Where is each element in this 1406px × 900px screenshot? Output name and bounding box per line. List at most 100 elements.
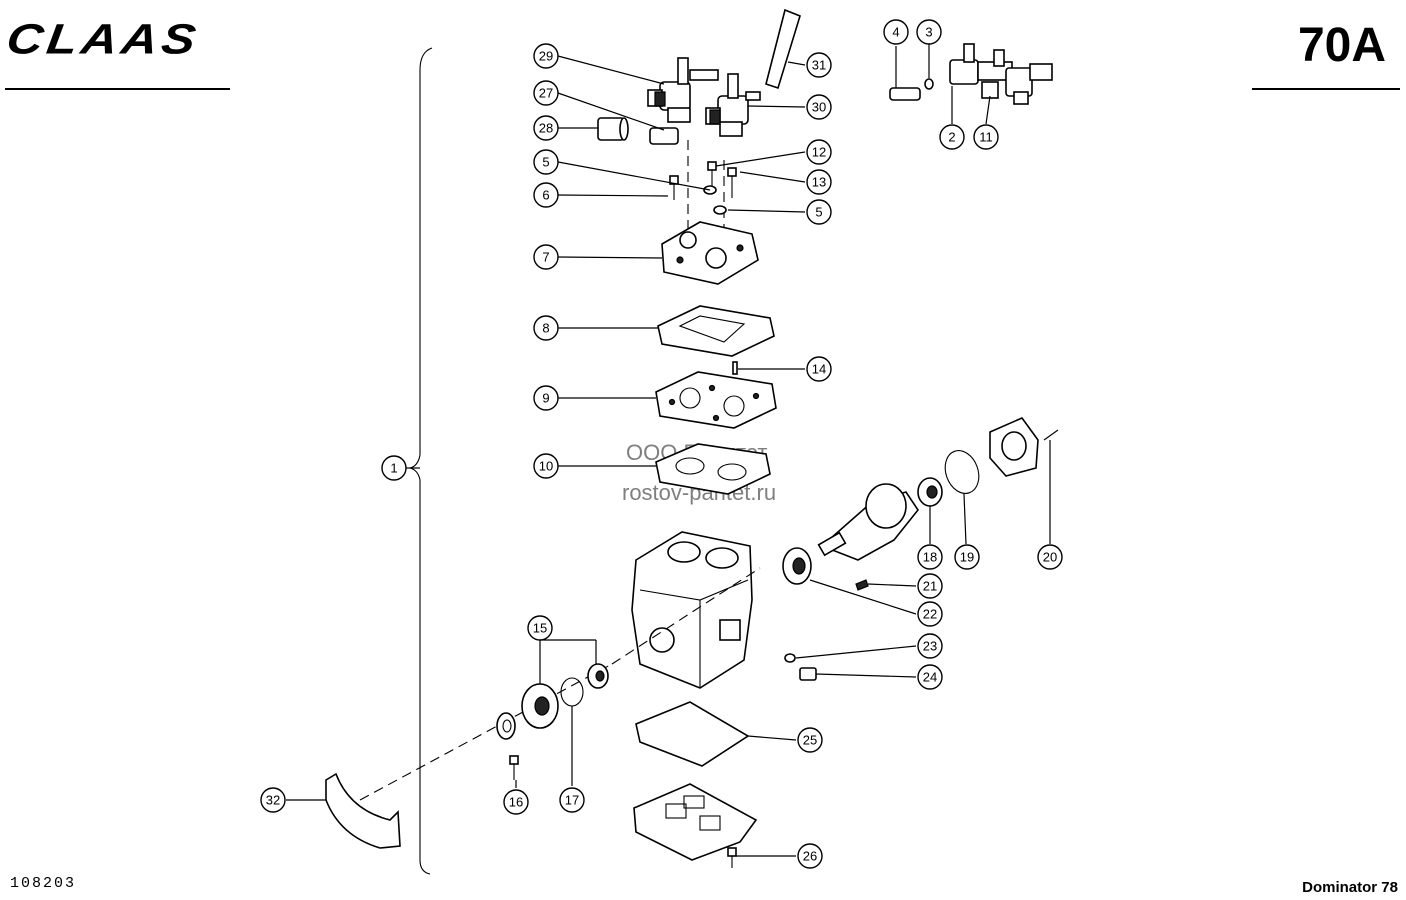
callout-21: 21 <box>917 573 943 599</box>
part-handle <box>765 8 801 90</box>
callout-8: 8 <box>533 315 559 341</box>
part-bearing-housing <box>989 417 1039 477</box>
centerline-seal <box>359 663 613 801</box>
svg-text:1: 1 <box>390 461 397 476</box>
callout-9: 9 <box>533 385 559 411</box>
svg-text:18: 18 <box>923 550 937 565</box>
model-name: Dominator 78 <box>1302 879 1398 896</box>
part-4-fitting <box>889 87 921 101</box>
svg-text:32: 32 <box>266 793 280 808</box>
svg-text:19: 19 <box>960 550 974 565</box>
part-pin <box>732 361 738 375</box>
callout-29: 29 <box>533 43 559 69</box>
callout-17: 17 <box>559 787 585 813</box>
svg-text:17: 17 <box>565 793 579 808</box>
part-5-ring-b <box>713 205 727 215</box>
callout-28: 28 <box>533 115 559 141</box>
callout-31: 31 <box>806 52 832 78</box>
callout-3: 3 <box>916 19 942 45</box>
part-cover-32 <box>325 772 401 849</box>
part-o-ring-17 <box>560 677 584 707</box>
svg-text:29: 29 <box>539 49 553 64</box>
part-3-ring <box>924 78 934 90</box>
callout-25: 25 <box>797 727 823 753</box>
svg-text:11: 11 <box>979 130 993 145</box>
part-head-gasket <box>657 305 775 357</box>
part-ring-23 <box>784 653 796 663</box>
svg-text:12: 12 <box>812 145 826 160</box>
callout-11: 11 <box>973 124 999 150</box>
svg-text:16: 16 <box>509 795 523 810</box>
part-crankcase <box>631 531 753 689</box>
svg-text:8: 8 <box>542 321 549 336</box>
callout-12: 12 <box>806 139 832 165</box>
callout-27: 27 <box>533 80 559 106</box>
part-screw-16 <box>509 755 519 780</box>
document-number: 108203 <box>10 875 77 892</box>
part-key <box>855 579 869 591</box>
callout-22: 22 <box>917 601 943 627</box>
svg-text:4: 4 <box>892 25 899 40</box>
svg-text:31: 31 <box>812 58 826 73</box>
svg-text:22: 22 <box>923 607 937 622</box>
part-base-gasket <box>635 701 750 767</box>
svg-text:23: 23 <box>923 639 937 654</box>
svg-text:24: 24 <box>923 670 937 685</box>
part-washer <box>496 712 516 740</box>
part-seal-ring <box>587 663 609 689</box>
svg-text:9: 9 <box>542 391 549 406</box>
leader-lines <box>286 44 1051 857</box>
callout-4: 4 <box>883 19 909 45</box>
part-bearing-18 <box>917 477 943 507</box>
centerline-crank <box>611 567 761 665</box>
callout-26: 26 <box>797 843 823 869</box>
part-cap <box>597 117 629 141</box>
header-rule-right <box>1252 88 1400 90</box>
callout-16: 16 <box>503 789 529 815</box>
part-o-ring-19 <box>944 450 980 494</box>
svg-text:20: 20 <box>1043 550 1057 565</box>
svg-text:3: 3 <box>925 25 932 40</box>
callout-23: 23 <box>917 633 943 659</box>
svg-text:25: 25 <box>803 733 817 748</box>
callout-30: 30 <box>806 94 832 120</box>
callout-7: 7 <box>533 244 559 270</box>
callout-18: 18 <box>917 544 943 570</box>
callout-10: 10 <box>533 453 559 479</box>
callout-14: 14 <box>806 356 832 382</box>
callout-5b: 5 <box>806 199 832 225</box>
svg-text:2: 2 <box>948 130 955 145</box>
callout-15: 15 <box>527 615 553 641</box>
callout-24: 24 <box>917 664 943 690</box>
svg-text:5: 5 <box>815 205 822 220</box>
part-valve-plate <box>655 371 777 429</box>
callout-32: 32 <box>260 787 286 813</box>
svg-text:10: 10 <box>539 459 553 474</box>
svg-text:13: 13 <box>812 175 826 190</box>
svg-text:14: 14 <box>812 362 826 377</box>
callout-6: 6 <box>533 182 559 208</box>
svg-text:15: 15 <box>533 621 547 636</box>
callout-2: 2 <box>939 124 965 150</box>
callout-13: 13 <box>806 169 832 195</box>
part-plug-24 <box>799 667 817 681</box>
part-crankshaft <box>817 483 919 561</box>
part-bolts-upper <box>669 161 737 200</box>
svg-text:27: 27 <box>539 86 553 101</box>
part-service-valve-30 <box>705 73 761 137</box>
part-valve-block <box>949 43 1053 105</box>
part-27 <box>649 127 679 145</box>
svg-text:21: 21 <box>923 579 937 594</box>
part-cylinder-head <box>661 221 759 285</box>
svg-text:28: 28 <box>539 121 553 136</box>
part-screw-20 <box>1043 429 1059 441</box>
part-bearing-22 <box>782 547 812 585</box>
part-screw-26 <box>727 847 737 868</box>
callout-5a: 5 <box>533 149 559 175</box>
part-valve-gasket <box>655 443 771 495</box>
page-number: 70A <box>1297 19 1386 72</box>
svg-text:7: 7 <box>542 250 549 265</box>
part-base-plate <box>633 783 758 861</box>
